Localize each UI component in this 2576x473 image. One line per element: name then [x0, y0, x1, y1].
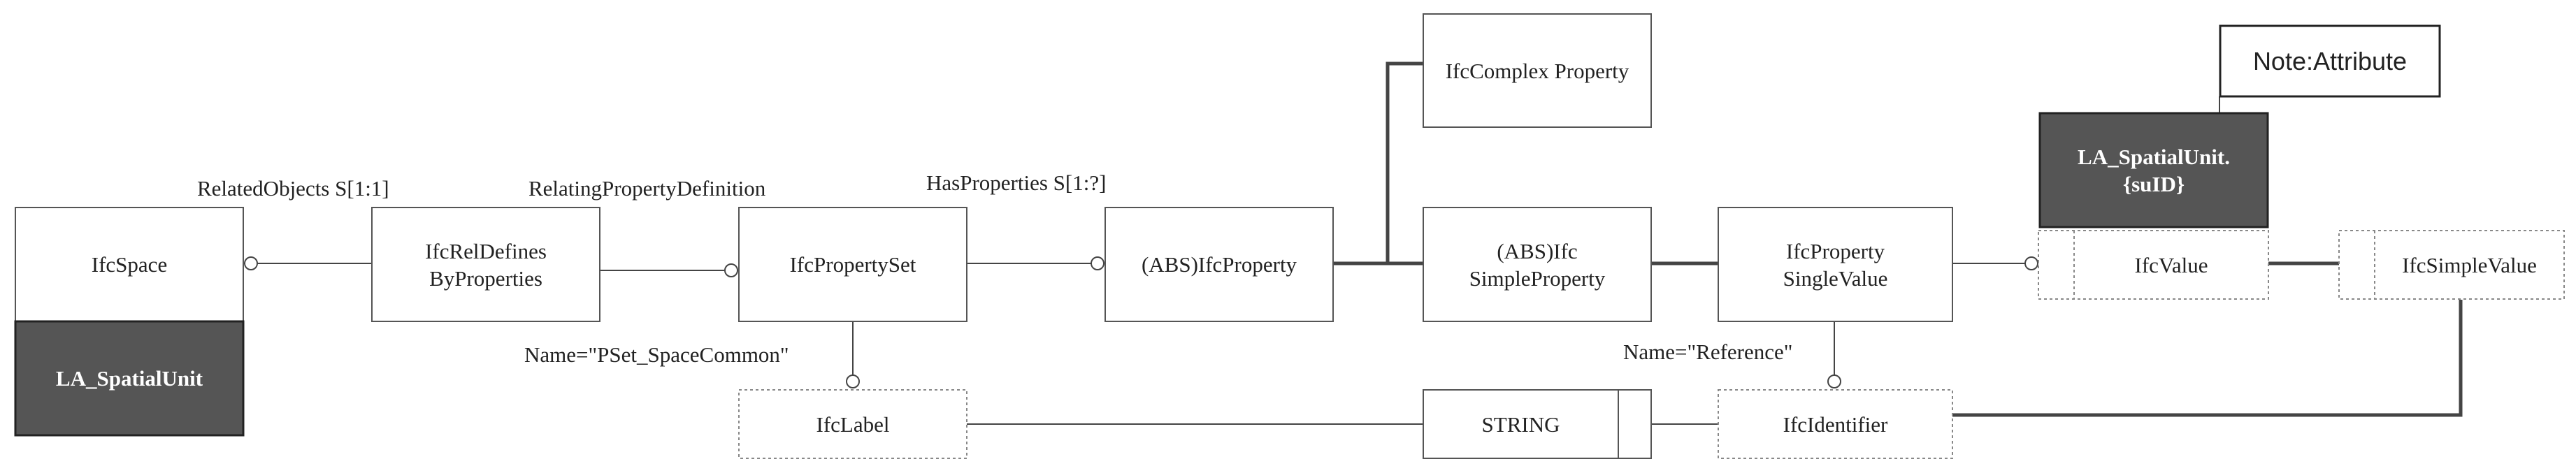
ifc-identifier-label: IfcIdentifier — [1783, 412, 1888, 437]
name-pset-label: Name="PSet_SpaceCommon" — [524, 342, 789, 367]
dark-boxes — [14, 112, 2269, 437]
box-ifc-simple-property — [1423, 207, 1652, 322]
box-string — [1423, 389, 1652, 459]
box-ifc-simple-value — [2338, 230, 2565, 300]
ifc-label-label: IfcLabel — [816, 412, 890, 437]
related-objects-label: RelatedObjects S[1:1] — [197, 176, 389, 201]
string-label: STRING — [1481, 412, 1560, 437]
box-ifc-property-single-value — [1718, 207, 1953, 322]
la-spatial-unit-label: LA_SpatialUnit — [55, 366, 203, 391]
connectors — [243, 61, 2463, 425]
box-la-spatial-unit — [14, 320, 245, 437]
ifc-property-single-value-label: IfcProperty SingleValue — [1783, 238, 1888, 291]
ifc-simple-value-label: IfcSimpleValue — [2402, 252, 2537, 277]
endpoint-circle — [724, 263, 738, 277]
ifc-property-label: (ABS)IfcProperty — [1141, 252, 1297, 277]
endpoint-circle — [244, 256, 258, 270]
box-la-spatial-unit-suid — [2038, 112, 2269, 228]
dashed-boxes — [738, 230, 2565, 459]
endpoint-circle — [1827, 374, 1841, 388]
ifc-rel-defines-label: IfcRelDefines ByProperties — [425, 238, 547, 291]
box-ifc-property — [1104, 207, 1334, 322]
solid-boxes — [15, 13, 1953, 459]
note-callout-box — [2219, 24, 2441, 98]
endpoint-circles — [244, 256, 2038, 388]
ifc-value-label: IfcValue — [2134, 252, 2208, 277]
box-ifc-value — [2038, 230, 2269, 300]
connector-property-complexproperty — [1386, 61, 1423, 263]
box-ifc-complex-property — [1423, 13, 1652, 128]
has-properties-label: HasProperties S[1:?] — [926, 170, 1107, 195]
ifc-simple-property-label: (ABS)Ifc SimpleProperty — [1469, 238, 1606, 291]
box-ifc-space — [15, 207, 244, 322]
endpoint-circle — [2024, 256, 2038, 270]
box-ifc-property-set — [738, 207, 967, 322]
box-ifc-rel-defines — [371, 207, 600, 322]
relating-property-definition-label: RelatingPropertyDefinition — [528, 176, 766, 201]
endpoint-circle — [1091, 256, 1104, 270]
ifc-complex-property-label: IfcComplex Property — [1445, 58, 1629, 83]
box-ifc-identifier — [1718, 389, 1953, 459]
note-attribute-text: Note:Attribute — [2252, 46, 2408, 75]
name-reference-label: Name="Reference" — [1623, 340, 1793, 364]
box-ifc-label — [738, 389, 967, 459]
la-spatial-unit-suid-label: LA_SpatialUnit. {suID} — [2078, 144, 2230, 196]
endpoint-circle — [846, 374, 860, 388]
connector-simplevalue-identifier — [1952, 300, 2463, 417]
ifc-property-set-label: IfcPropertySet — [789, 252, 916, 277]
ifc-space-label: IfcSpace — [91, 252, 168, 277]
